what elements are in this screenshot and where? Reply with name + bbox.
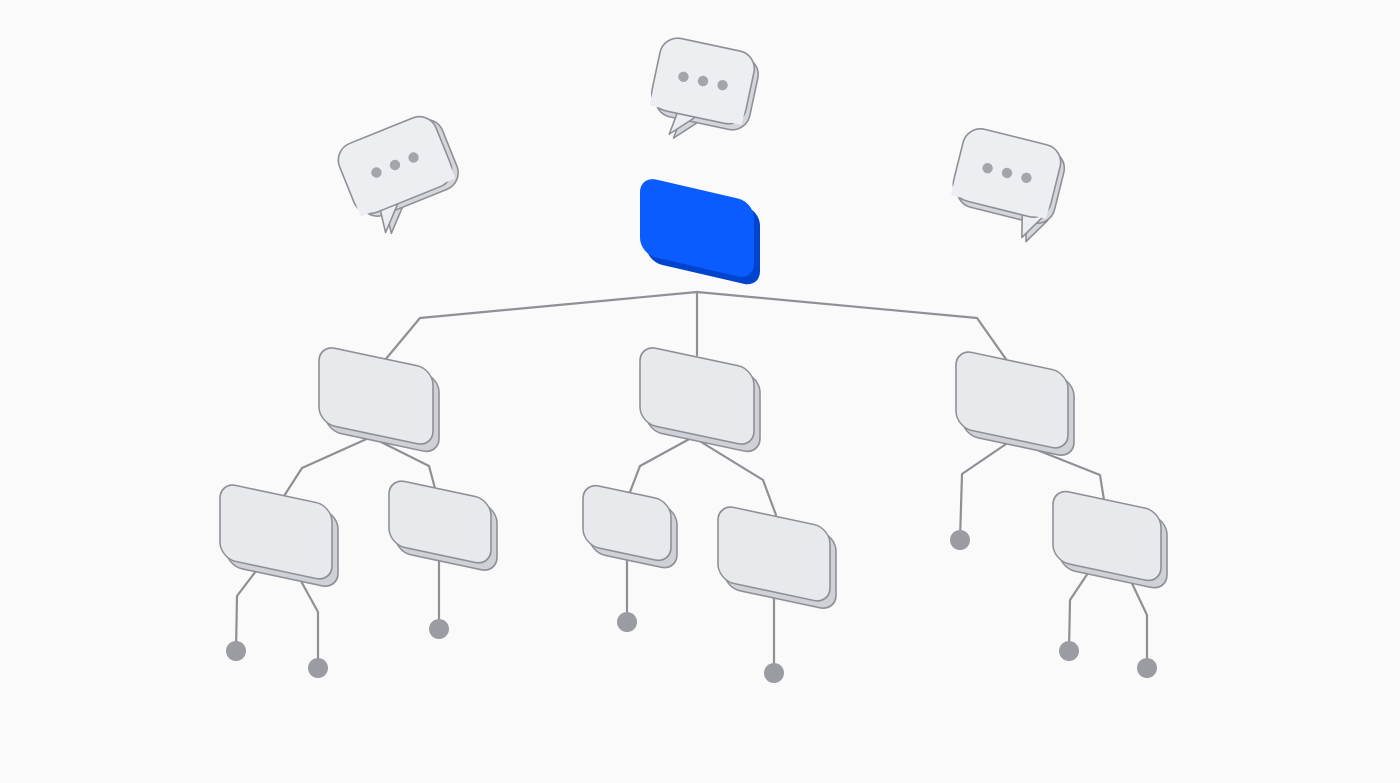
speech-bubble-ellipsis-icon-b-top (649, 37, 759, 139)
tree-node-n2[interactable] (639, 345, 761, 455)
leaf-dot-l4 (617, 612, 637, 632)
leaf-dot-l8 (1137, 658, 1157, 678)
edge-root-n3 (695, 290, 1010, 364)
ellipsis-dot (678, 71, 689, 83)
tree-node-n3b[interactable] (1052, 489, 1168, 591)
edge-n3-l6 (958, 440, 1011, 542)
ellipsis-dot (982, 162, 993, 174)
edges (234, 290, 1149, 675)
edge-n2-n2a (628, 435, 695, 494)
edge-n1a-l2 (294, 570, 320, 670)
leaf-dot-l5 (764, 663, 784, 683)
edge-n1-n1b (369, 435, 438, 494)
tree-node-n1a[interactable] (219, 482, 339, 589)
speech-bubbles (337, 37, 1066, 243)
ellipsis-dot (371, 167, 382, 178)
tree-node-n2b[interactable] (717, 504, 837, 611)
tree-node-n1b[interactable] (388, 478, 498, 573)
root-node[interactable] (640, 176, 760, 288)
leaf-dots (226, 530, 1157, 683)
tree-node-n3[interactable] (955, 349, 1075, 458)
ellipsis-dot (389, 159, 401, 171)
ellipsis-dot (717, 79, 728, 91)
ellipsis-dot (697, 75, 709, 87)
ellipsis-dot (1001, 167, 1013, 179)
edge-n1a-l1 (234, 565, 261, 653)
edge-n3b-l7 (1067, 568, 1092, 653)
leaf-dot-l6 (950, 530, 970, 550)
edge-n3b-l8 (1126, 573, 1149, 670)
edge-n1-n1a (282, 435, 373, 498)
edge-root-n1 (383, 290, 699, 362)
edge-n3-n3b (1015, 440, 1106, 502)
tree-node-n1[interactable] (318, 345, 440, 455)
leaf-dot-l3 (429, 619, 449, 639)
leaf-dot-l2 (308, 658, 328, 678)
leaf-dot-l1 (226, 641, 246, 661)
edge-n2-n2b (691, 435, 778, 517)
ellipsis-dot (408, 152, 419, 163)
ellipsis-dot (1021, 172, 1032, 184)
tree-nodes (219, 176, 1168, 611)
speech-bubble-ellipsis-icon-b-right (950, 128, 1066, 243)
tree-node-n2a[interactable] (582, 483, 678, 571)
leaf-dot-l7 (1059, 641, 1079, 661)
speech-bubble-ellipsis-icon-b-left (337, 115, 459, 235)
